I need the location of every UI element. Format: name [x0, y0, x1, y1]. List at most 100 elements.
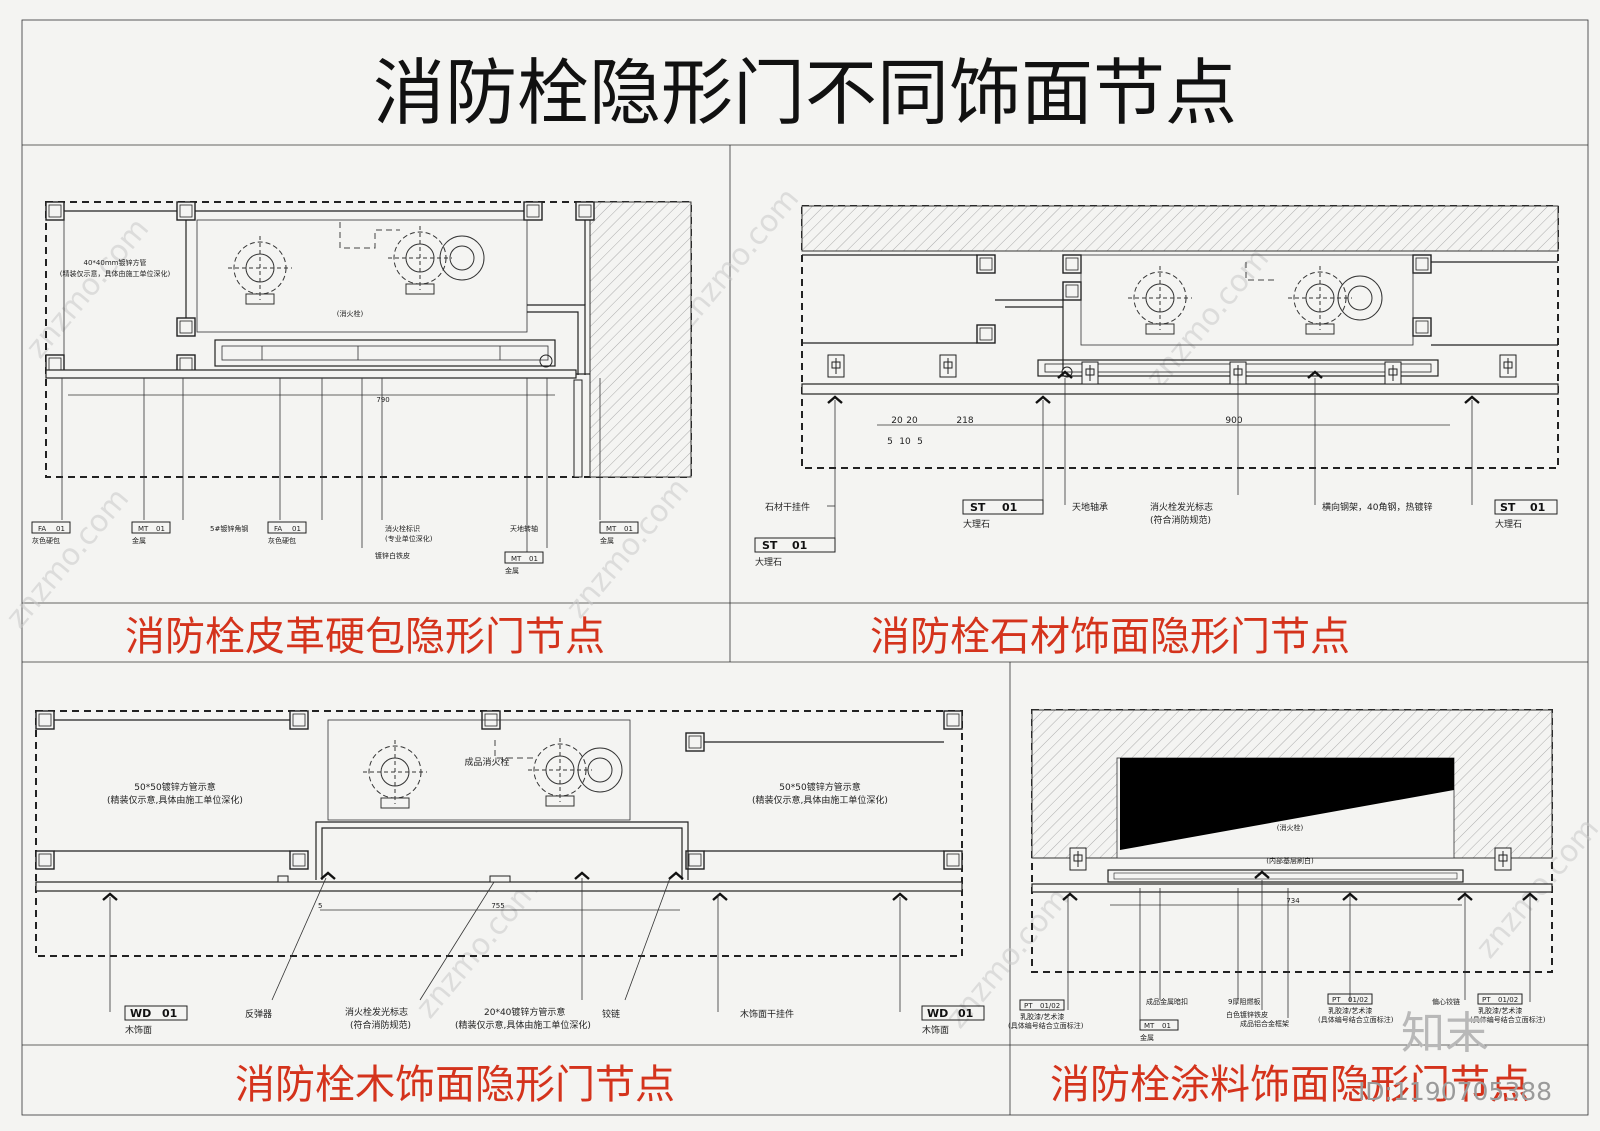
stone-dim: 900 — [1225, 416, 1242, 426]
stone-dim: 5 — [917, 437, 923, 447]
tag-sub: 乳胶漆/艺术漆 — [1478, 1006, 1522, 1015]
stone-tag-st-1: ST 01 大理石 — [962, 499, 1044, 530]
tag-sub: 灰色硬包 — [268, 536, 296, 545]
wood-panel: 成品消火栓 50*50镀锌方管示意 (精装仅示意,具体由施工单位深化) 50*5… — [35, 710, 985, 1108]
wood-frame-note-right-2: (精装仅示意,具体由施工单位深化) — [752, 794, 888, 806]
wood-note-rebound: 反弹器 — [245, 1008, 272, 1020]
paint-note-hinge: 偏心铰链 — [1432, 997, 1460, 1006]
paint-tag-mt: MT 01 金属 — [1139, 1019, 1179, 1042]
leather-note-sign-1: 消火栓标识 — [385, 524, 420, 533]
paint-note-buckle: 成品金属暗扣 — [1146, 997, 1188, 1006]
stone-tag-st-2: ST 01 大理石 — [1494, 499, 1558, 530]
tag-code: ST — [1500, 501, 1516, 514]
tag-num: 01 — [1162, 1022, 1171, 1030]
tag-sub: 乳胶漆/艺术漆 — [1020, 1012, 1064, 1021]
wood-dim-width: 755 — [491, 902, 504, 910]
tag-sub: 灰色硬包 — [32, 536, 60, 545]
watermark-text: znzmo.com — [559, 472, 696, 626]
wood-note-tube-1: 20*40镀锌方管示意 — [484, 1006, 565, 1018]
tag-code: PT — [1482, 996, 1491, 1004]
tag-sub: 木饰面 — [922, 1024, 949, 1036]
tag-code: WD — [927, 1007, 948, 1020]
wood-note-tube-2: (精装仅示意,具体由施工单位深化) — [455, 1019, 591, 1031]
stone-dim: 218 — [956, 416, 973, 426]
wood-dim-small: 5 — [318, 902, 322, 910]
tag-code: MT — [1144, 1022, 1155, 1030]
leather-note-angle: 5#镀锌角钢 — [210, 524, 248, 533]
watermark-text: znzmo.com — [19, 212, 156, 366]
tag-sub-2: (具体编号结合立面标注) — [1470, 1015, 1546, 1024]
paint-note-frame: 成品铝合金框架 — [1240, 1019, 1289, 1028]
paint-inner-text: (内部基层刷白) — [1266, 856, 1314, 865]
sheet-frame — [21, 19, 1589, 1116]
wood-note-hinge: 铰链 — [602, 1008, 620, 1020]
tag-code: MT — [138, 525, 149, 533]
tag-num: 01 — [958, 1007, 973, 1020]
tag-code: ST — [970, 501, 986, 514]
tag-num: 01 — [529, 555, 538, 563]
wood-cabinet-text: 成品消火栓 — [464, 756, 509, 768]
tag-sub-2: (具体编号结合立面标注) — [1318, 1015, 1394, 1024]
tag-sub: 金属 — [1140, 1033, 1154, 1042]
leather-note-sign-2: (专业单位深化) — [385, 534, 433, 543]
stone-note-hanger: 石材干挂件 — [765, 501, 810, 513]
tag-code: ST — [762, 539, 778, 552]
stone-note-sign-2: (符合消防规范) — [1150, 514, 1211, 526]
leather-caption: 消防栓皮革硬包隐形门节点 — [125, 614, 605, 660]
wood-note-sign-2: (符合消防规范) — [350, 1019, 411, 1031]
tag-sub: 大理石 — [963, 518, 990, 530]
stone-dim: 10 — [899, 437, 911, 447]
paint-note-board: 9厚阻燃板 — [1228, 997, 1260, 1006]
stone-note-steel: 横向钢架，40角钢，热镀锌 — [1322, 501, 1432, 513]
paint-tag-pt-1: PT 01/02 乳胶漆/艺术漆 (具体编号结合立面标注) — [1008, 999, 1084, 1030]
tag-num: 01 — [162, 1007, 177, 1020]
tag-code: WD — [130, 1007, 151, 1020]
leather-tag-mt-3: MT 01 金属 — [599, 521, 639, 545]
stone-caption: 消防栓石材饰面隐形门节点 — [870, 614, 1350, 660]
tag-num: 01 — [792, 539, 807, 552]
leather-tag-mt-2: MT 01 金属 — [504, 551, 544, 575]
stone-note-bearing: 天地轴承 — [1072, 501, 1108, 513]
tag-code: FA — [274, 525, 282, 533]
paint-panel: (消火栓) (内部基层刷白) 734 PT 01/02 乳胶漆/艺术漆 (具体编… — [1008, 709, 1553, 1108]
tag-sub-2: (具体编号结合立面标注) — [1008, 1021, 1084, 1030]
site-logo: 知末 — [1401, 1008, 1489, 1059]
tag-code: PT — [1332, 996, 1341, 1004]
leather-tag-fa-1: FA 01 灰色硬包 — [31, 521, 71, 545]
wood-tag-wd-2: WD 01 木饰面 — [921, 1005, 985, 1036]
tag-code: MT — [511, 555, 522, 563]
paint-tag-pt-2: PT 01/02 乳胶漆/艺术漆 (具体编号结合立面标注) — [1318, 993, 1394, 1024]
page-title: 消防栓隐形门不同饰面节点 — [373, 51, 1237, 135]
stone-dim: 5 — [887, 437, 893, 447]
tag-num: 01 — [156, 525, 165, 533]
wood-note-hanger: 木饰面干挂件 — [740, 1008, 794, 1020]
tag-sub: 大理石 — [755, 556, 782, 568]
leather-panel: (消火栓) 40*40mm镀锌方管 (精装仅示意，具体由施工单位深化) 790 … — [31, 201, 692, 660]
tag-code: MT — [606, 525, 617, 533]
tag-num: 01/02 — [1040, 1002, 1060, 1010]
stone-note-sign-1: 消火栓发光标志 — [1150, 501, 1213, 513]
tag-sub: 金属 — [600, 536, 614, 545]
leather-frame-note-2: (精装仅示意，具体由施工单位深化) — [60, 269, 171, 278]
paint-cabinet-text: (消火栓) — [1277, 823, 1304, 832]
tag-num: 01/02 — [1498, 996, 1518, 1004]
wood-frame-note-left-1: 50*50镀锌方管示意 — [134, 781, 215, 793]
wood-tag-wd-1: WD 01 木饰面 — [124, 1005, 188, 1036]
leather-note-iron: 镀锌白铁皮 — [375, 551, 410, 560]
leather-tag-fa-2: FA 01 灰色硬包 — [267, 521, 307, 545]
tag-num: 01 — [1002, 501, 1017, 514]
paint-caption: 消防栓涂料饰面隐形门节点 — [1050, 1062, 1530, 1108]
tag-num: 01 — [292, 525, 301, 533]
tag-num: 01/02 — [1348, 996, 1368, 1004]
tag-sub: 木饰面 — [125, 1024, 152, 1036]
watermark-text: znzmo.com — [0, 482, 136, 636]
tag-sub: 乳胶漆/艺术漆 — [1328, 1006, 1372, 1015]
tag-code: FA — [38, 525, 46, 533]
tag-num: 01 — [56, 525, 65, 533]
wood-frame-note-right-1: 50*50镀锌方管示意 — [779, 781, 860, 793]
stone-panel: 20 20 5 10 5 218 900 石材干挂件 ST 01 大理石 天地轴… — [754, 205, 1559, 660]
tag-code: PT — [1024, 1002, 1033, 1010]
leather-cabinet-text: (消火栓) — [337, 309, 364, 318]
tag-sub: 金属 — [132, 536, 146, 545]
